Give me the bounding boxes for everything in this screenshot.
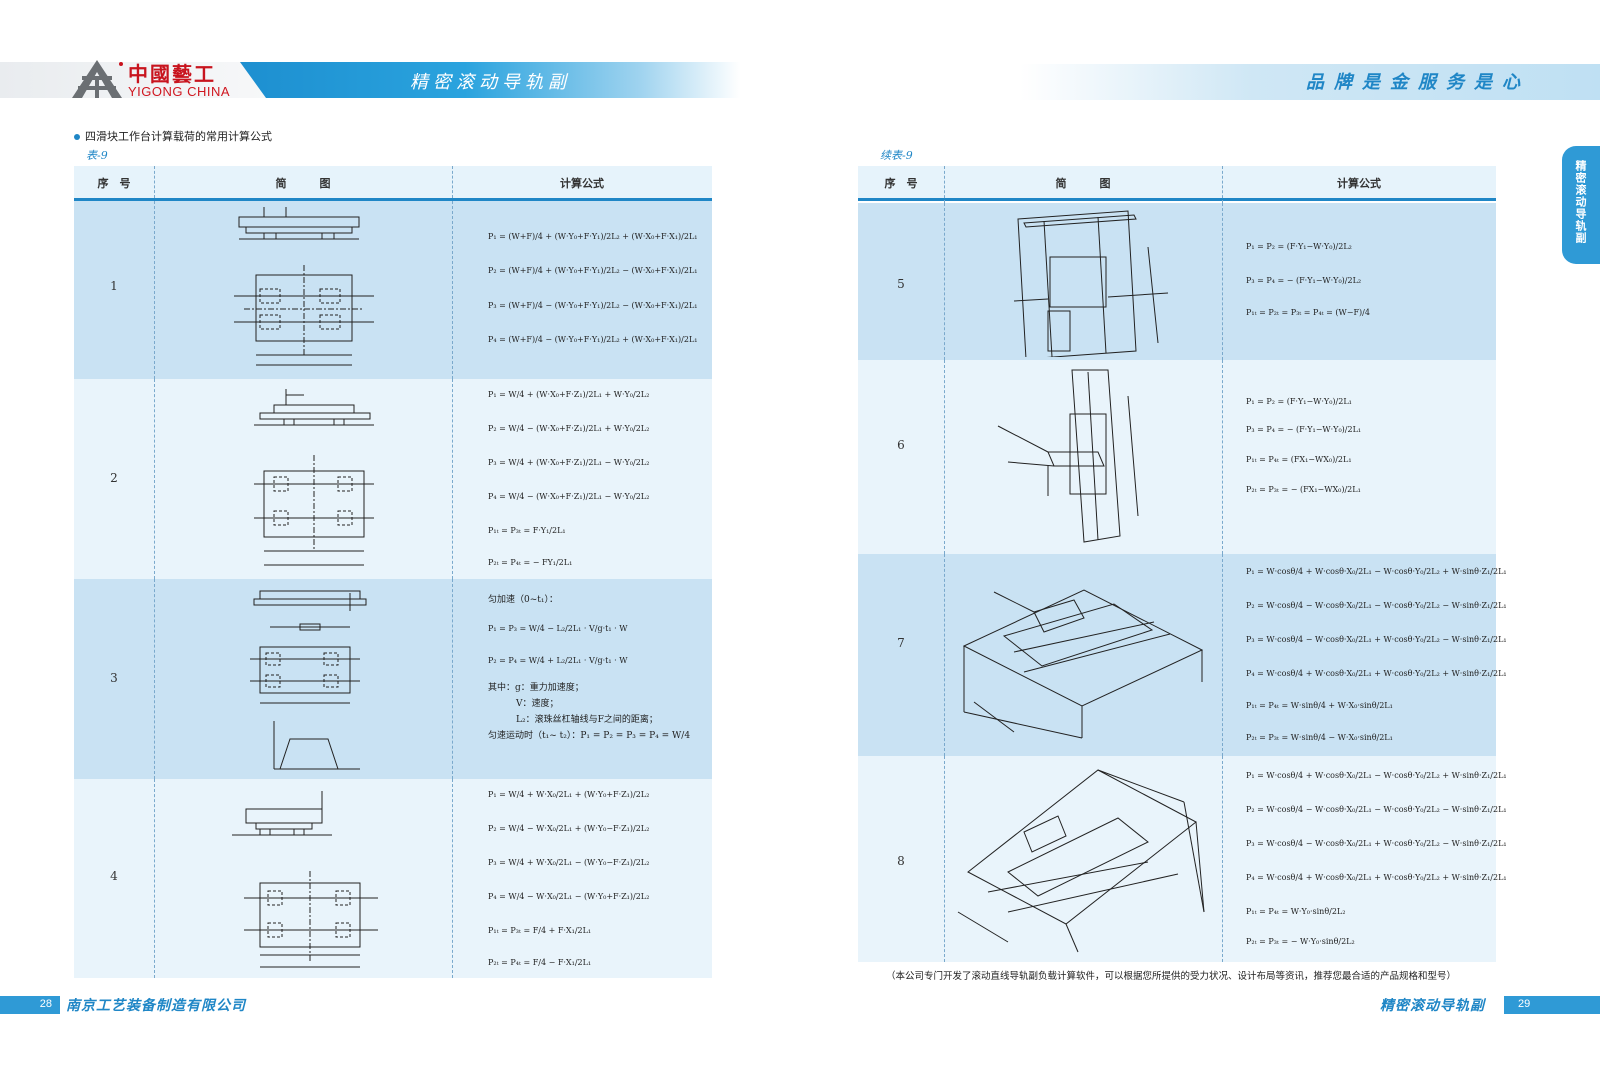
header-col-figure: 简 图 [1055,177,1111,190]
formula: P₁ = W/4 + W·X₀/2L₁ + (W·Y₀+F·Z₁)/2L₂ [488,790,650,799]
row-number: 7 [897,636,905,650]
header-col-formula: 计算公式 [560,177,604,190]
side-tab-label: 精密滚动导轨副 [1574,160,1587,244]
formula: P₂ₜ = P₄ₜ = F/4 − F·X₁/2L₁ [488,958,592,967]
header-grey-band [0,62,270,98]
page-number-right: 29 [1518,998,1531,1010]
formula: P₂ₜ = P₄ₜ = − FY₁/2L₁ [488,558,573,567]
table-row: 7 P₁ = W·cosθ/4 + W·cosθ·X₀/2L₁ − W·cosθ… [858,554,1507,756]
formula: P₃ = P₄ = − (F·Y₁−W·Y₀)/2L₂ [1246,276,1362,285]
table-row: 5 P₁ = P₂ = (F·Y₁−W·Y₀)/2L₂ P₃ = P₄ = − … [858,203,1496,360]
header-col-num: 序 号 [97,177,131,190]
header-left: 精密滚动导轨副 中國藝工 YIGONG CHINA [0,56,740,102]
formula-text: L₂：滚珠丝杠轴线与F之间的距离； [516,715,658,725]
table-row: 8 P₁ = W·cosθ/4 + W·cosθ·X₀/2L₁ − W·cosθ… [858,756,1507,962]
formula: P₂ = W·cosθ/4 − W·cosθ·X₀/2L₁ − W·cosθ·Y… [1246,601,1507,610]
formula: P₁ = P₂ = (F·Y₁−W·Y₀)/2L₂ [1246,242,1352,251]
formula: P₃ = W·cosθ/4 − W·cosθ·X₀/2L₁ + W·cosθ·Y… [1246,635,1507,644]
formula-text: 匀速运动时（t₁~ t₂）：P₁ = P₂ = P₃ = P₄ = W/4 [488,731,691,741]
row2-diagram [234,385,394,573]
header-col-figure: 简 图 [275,177,331,190]
formula: P₃ = W/4 + (W·X₀+F·Z₁)/2L₁ − W·Y₀/2L₂ [488,458,650,467]
row3-diagram [250,583,390,773]
right-table-label: 续表-9 [880,149,913,162]
table-row: 1 P₁ = (W+F)/4 + (W·Y₀+F·Y₁)/2L₂ + (W·X₀… [74,201,712,379]
row-number: 2 [110,471,118,485]
formula: P₃ = W·cosθ/4 − W·cosθ·X₀/2L₁ + W·cosθ·Y… [1246,839,1507,848]
formula: P₁ₜ = P₃ₜ = F·Y₁/2L₁ [488,526,566,535]
table-row: 6 P₁ = P₂ = (F·Y₁−W·Y₀)/2L₁ P₃ = P₄ = − … [858,360,1496,554]
formula: P₂ = W/4 − (W·X₀+F·Z₁)/2L₁ + W·Y₀/2L₂ [488,424,650,433]
left-table-label: 表-9 [86,149,108,162]
footer-left-bar: 28 [0,996,60,1014]
row1-diagram [224,205,394,373]
footer-right-bar: 29 [1504,996,1600,1014]
formula-text: 匀加速（0~t₁）： [488,595,558,605]
formula: P₁ = P₃ = W/4 − L₂/2L₁ · V/g·t₁ · W [488,624,628,633]
table-row: 4 P₁ = W/4 + W·X₀/2L₁ + (W·Y₀+F·Z₁)/2L₂ … [74,779,712,978]
formula: P₁ = W/4 + (W·X₀+F·Z₁)/2L₁ + W·Y₀/2L₂ [488,390,650,399]
table-row: 2 P₁ = W/4 + (W·X₀+F·Z₁)/2L₁ + W·Y₀/2L₂ … [74,379,712,579]
row-number: 1 [110,279,118,293]
left-table-header: 序 号 简 图 计算公式 [74,166,712,201]
header-right: 品牌是金服务是心 [1020,64,1600,100]
formula: P₄ = W·cosθ/4 + W·cosθ·X₀/2L₁ + W·cosθ·Y… [1246,669,1507,678]
logo-icon [68,58,126,104]
row-number: 3 [110,671,118,685]
formula: P₁ₜ = P₃ₜ = F/4 + F·X₁/2L₁ [488,926,592,935]
formula: P₁ = (W+F)/4 + (W·Y₀+F·Y₁)/2L₂ + (W·X₀+F… [488,232,698,241]
formula: P₂ = P₄ = W/4 + L₂/2L₁ · V/g·t₁ · W [488,656,628,665]
formula: P₂ = W/4 − W·X₀/2L₁ + (W·Y₀−F·Z₁)/2L₂ [488,824,650,833]
row5-diagram [1008,207,1178,357]
formula: P₁ₜ = P₂ₜ = P₃ₜ = P₄ₜ = (W−F)/4 [1246,308,1370,317]
row-number: 6 [897,438,905,452]
formula: P₄ = (W+F)/4 − (W·Y₀+F·Y₁)/2L₂ + (W·X₀+F… [488,335,698,344]
formula: P₁ₜ = P₄ₜ = (FX₁−WX₀)/2L₁ [1246,455,1352,464]
right-table: 序 号 简 图 计算公式 5 P₁ = P₂ = (F·Y₁−W·Y₀)/2L₂… [858,166,1507,962]
formula: P₂ₜ = P₃ₜ = − (FX₁−WX₀)/2L₁ [1246,485,1361,494]
formula: P₁ = W·cosθ/4 + W·cosθ·X₀/2L₁ − W·cosθ·Y… [1246,567,1507,576]
row6-diagram [988,366,1168,552]
header-col-num: 序 号 [884,177,918,190]
section-title: 四滑块工作台计算载荷的常用计算公式 [74,128,272,144]
formula: P₂ₜ = P₃ₜ = − W·Y₀·sinθ/2L₂ [1246,937,1355,946]
page-number-left: 28 [39,998,52,1010]
formula: P₂ = W·cosθ/4 − W·cosθ·X₀/2L₁ − W·cosθ·Y… [1246,805,1507,814]
row7-diagram [954,562,1214,748]
header-col-formula: 计算公式 [1337,177,1381,190]
formula: P₁ₜ = P₄ₜ = W·Y₀·sinθ/2L₂ [1246,907,1346,916]
logo-chinese: 中國藝工 [128,62,216,86]
bullet-icon [74,134,80,140]
formula: P₃ = (W+F)/4 − (W·Y₀+F·Y₁)/2L₂ − (W·X₀+F… [488,301,698,310]
formula: P₄ = W/4 − (W·X₀+F·Z₁)/2L₁ − W·Y₀/2L₂ [488,492,650,501]
row8-diagram [948,762,1216,958]
footer-product: 精密滚动导轨副 [1380,998,1485,1014]
row-number: 5 [897,277,905,291]
footer-company: 南京工艺装备制造有限公司 [66,998,246,1014]
header-title: 精密滚动导轨副 [410,72,571,93]
logo-english: YIGONG CHINA [128,84,231,99]
formula-text: 其中：g：重力加速度； [488,683,584,693]
header-slogan: 品牌是金服务是心 [1306,72,1530,93]
formula: P₁ = W·cosθ/4 + W·cosθ·X₀/2L₁ − W·cosθ·Y… [1246,771,1507,780]
formula: P₁ₜ = P₄ₜ = W·sinθ/4 + W·X₀·sinθ/2L₁ [1246,701,1393,710]
side-tab[interactable]: 精密滚动导轨副 [1562,146,1600,264]
formula-text: V：速度； [516,699,559,709]
left-table: 序 号 简 图 计算公式 1 P₁ = ( [74,166,712,978]
row-number: 4 [110,869,118,883]
right-table-header: 序 号 简 图 计算公式 [858,166,1496,201]
formula: P₃ = P₄ = − (F·Y₁−W·Y₀)/2L₁ [1246,425,1362,434]
row4-diagram [222,787,398,973]
formula: P₃ = W/4 + W·X₀/2L₁ − (W·Y₀−F·Z₁)/2L₂ [488,858,650,867]
footnote: （本公司专门开发了滚动直线导轨副负载计算软件，可以根据您所提供的受力状况、设计布… [886,971,1457,982]
formula: P₂ = (W+F)/4 + (W·Y₀+F·Y₁)/2L₂ − (W·X₀+F… [488,266,698,275]
table-row: 3 匀加速（0~t₁）： P₁ = P₃ = W/4 − L₂/2L₁ · V/… [74,579,712,779]
formula: P₄ = W/4 − W·X₀/2L₁ − (W·Y₀+F·Z₁)/2L₂ [488,892,650,901]
formula: P₂ₜ = P₃ₜ = W·sinθ/4 − W·X₀·sinθ/2L₁ [1246,733,1393,742]
formula: P₄ = W·cosθ/4 + W·cosθ·X₀/2L₁ + W·cosθ·Y… [1246,873,1507,882]
header-blue-band: 精密滚动导轨副 [240,62,740,98]
row-number: 8 [897,854,905,868]
formula: P₁ = P₂ = (F·Y₁−W·Y₀)/2L₁ [1246,397,1352,406]
